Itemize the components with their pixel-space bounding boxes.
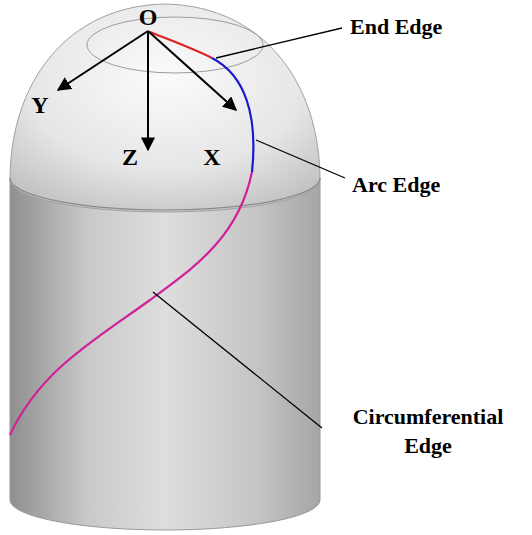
leader-line (216, 28, 342, 58)
leader-line (153, 292, 322, 428)
inner-circle (87, 17, 263, 73)
axis-label: Y (31, 90, 48, 121)
seam-line (10, 178, 320, 210)
part-label: Circumferential Edge (334, 403, 522, 460)
axis-label: Z (122, 142, 138, 173)
cylinder-body (10, 178, 320, 530)
leader-line (256, 140, 345, 178)
y-axis (58, 31, 148, 90)
axis-label: X (203, 142, 220, 173)
part-label: Arc Edge (352, 171, 440, 200)
part-label: End Edge (350, 13, 442, 42)
axis-label: O (139, 2, 158, 33)
z-axis (147, 31, 149, 150)
circumferential-edge-curve (10, 172, 252, 435)
ball-end-dome (10, 4, 320, 212)
end-edge-curve (150, 32, 212, 58)
x-axis (148, 31, 236, 110)
